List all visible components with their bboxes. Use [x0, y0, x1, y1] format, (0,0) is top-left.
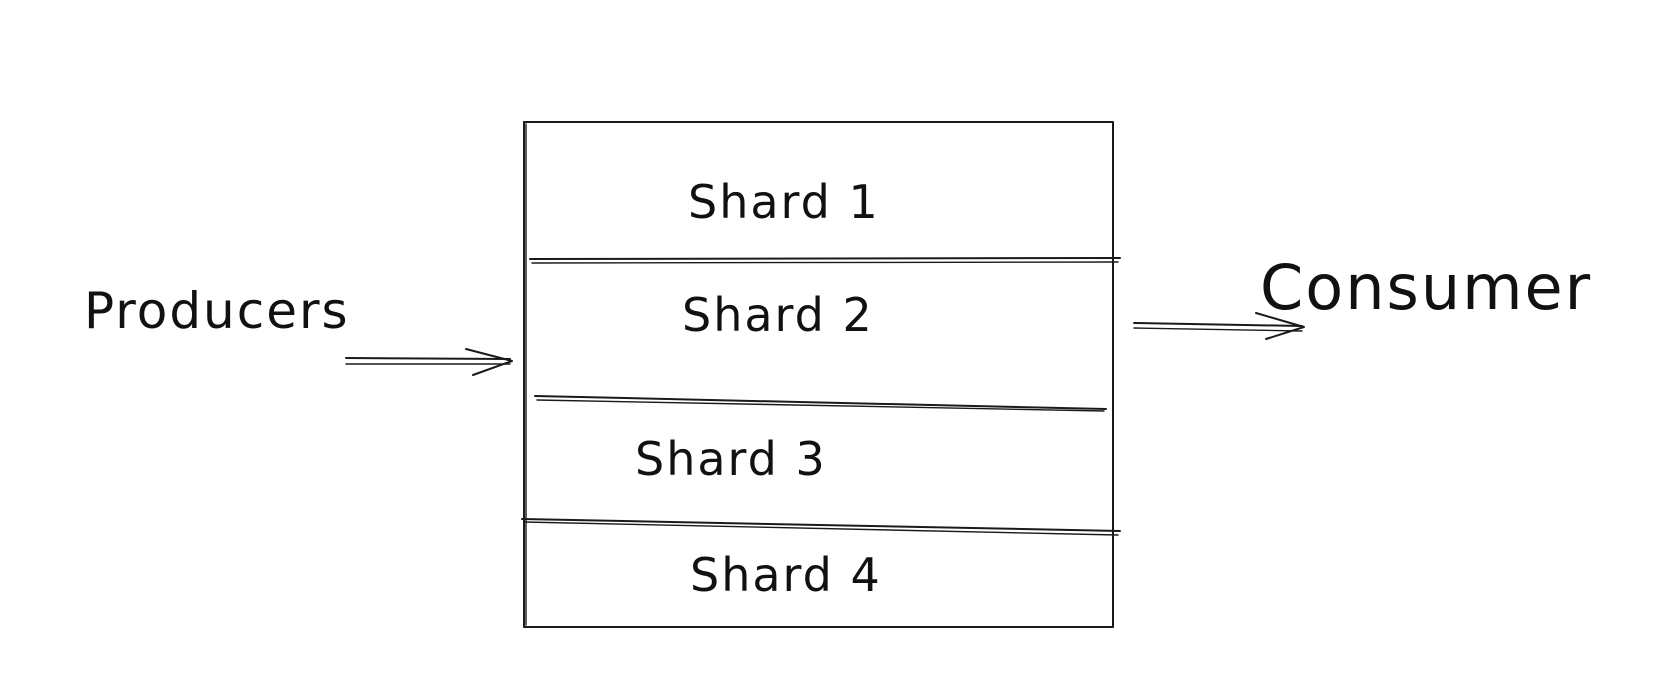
producers-label: Producers — [84, 282, 350, 340]
shard-1-label: Shard 1 — [688, 175, 880, 229]
shard-divider-1 — [529, 257, 1121, 264]
stream-container — [523, 121, 1114, 628]
shard-4-label: Shard 4 — [690, 548, 882, 602]
producers-arrow — [345, 348, 513, 376]
shard-3-label: Shard 3 — [635, 432, 827, 486]
shard-2-label: Shard 2 — [682, 288, 874, 342]
consumer-label: Consumer — [1260, 251, 1592, 324]
shard-divider-2 — [534, 395, 1107, 412]
consumer-arrow — [1133, 312, 1305, 340]
shard-divider-3 — [521, 518, 1121, 536]
